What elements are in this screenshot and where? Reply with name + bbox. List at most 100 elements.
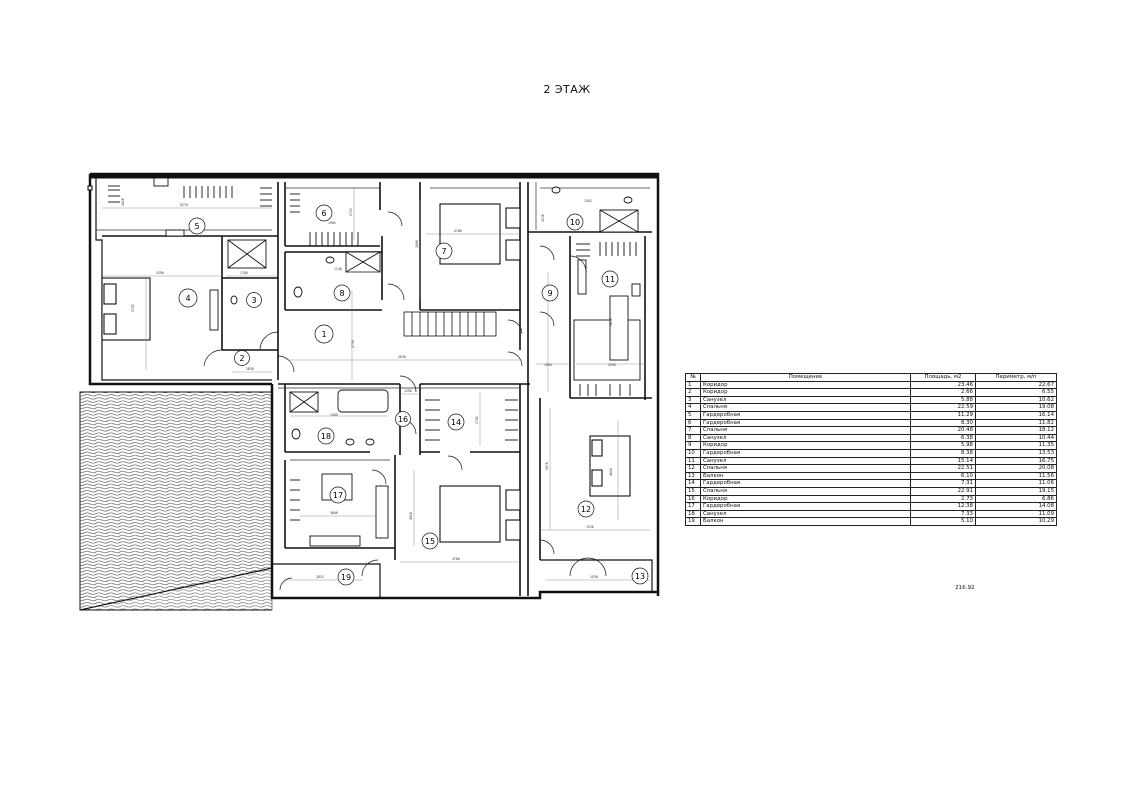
dim-text: 3600 <box>330 511 338 515</box>
row-number: 4 <box>685 403 701 412</box>
row-perimeter: 11.09 <box>975 509 1057 519</box>
row-perimeter: 18.12 <box>975 426 1057 435</box>
dim-text: 4780 <box>452 557 460 561</box>
dim-text: 4390 <box>608 363 616 367</box>
row-number: 2 <box>685 388 701 397</box>
row-perimeter: 11.82 <box>975 418 1057 428</box>
header-room: Помещение <box>700 373 911 382</box>
dim-text: 1905 <box>328 221 336 225</box>
dim-text: 1830 <box>246 367 254 371</box>
dim-text: 1780 <box>240 271 248 275</box>
row-number: 15 <box>685 486 701 496</box>
row-perimeter: 6.86 <box>975 494 1057 504</box>
row-perimeter: 11.06 <box>975 479 1057 488</box>
row-number: 16 <box>685 494 701 504</box>
row-number: 17 <box>685 502 701 511</box>
row-perimeter: 11.35 <box>975 441 1057 450</box>
room-number: 14 <box>451 418 461 427</box>
dim-text: 4910 <box>409 512 413 520</box>
row-area: 20.48 <box>910 426 976 435</box>
room-number: 13 <box>635 572 645 581</box>
exterior-walls <box>88 172 660 600</box>
room-number: 10 <box>570 218 580 227</box>
row-number: 3 <box>685 395 701 405</box>
row-area: 5.98 <box>910 441 976 450</box>
room-number: 12 <box>581 505 591 514</box>
row-number: 19 <box>685 517 701 526</box>
room-markers: 1 2 3 4 5 6 7 8 9 10 11 12 13 14 15 16 1… <box>178 204 649 586</box>
dim-text: 4630 <box>398 355 406 359</box>
header-area: Площадь, м2 <box>910 373 976 382</box>
dim-text: 1530 <box>586 525 594 529</box>
row-room-name: Коридор <box>700 441 911 450</box>
row-perimeter: 14.08 <box>975 502 1057 511</box>
row-perimeter: 22.67 <box>975 380 1057 390</box>
row-area: 22.59 <box>910 403 976 412</box>
row-number: 14 <box>685 479 701 488</box>
dim-text: 4810 <box>609 468 613 476</box>
row-perimeter: 10.44 <box>975 433 1057 443</box>
row-room-name: Гардеробная <box>700 479 911 488</box>
dim-text: 1610 <box>121 198 125 206</box>
row-room-name: Балкон <box>700 471 911 481</box>
row-room-name: Коридор <box>700 380 911 390</box>
dim-text: 2815 <box>316 575 324 579</box>
row-area: 6.38 <box>910 433 976 443</box>
row-perimeter: 19.15 <box>975 486 1057 496</box>
row-room-name: Санузел <box>700 456 911 466</box>
stairs <box>403 311 497 337</box>
row-room-name: Спальня <box>700 464 911 473</box>
row-room-name: Гардеробная <box>700 418 911 428</box>
row-number: 5 <box>685 410 701 420</box>
dim-text: 4780 <box>454 229 462 233</box>
table-header-row: № Помещение Площадь, м2 Периметр, м/п <box>685 373 1057 382</box>
row-area: 6.10 <box>910 471 976 481</box>
row-room-name: Гардеробная <box>700 448 911 458</box>
row-number: 6 <box>685 418 701 428</box>
row-perimeter: 16.14 <box>975 410 1057 420</box>
room-number: 3 <box>251 296 256 305</box>
room-number: 8 <box>339 289 344 298</box>
room-number: 19 <box>341 573 351 582</box>
dim-text: 1502 <box>584 199 592 203</box>
row-number: 10 <box>685 448 701 458</box>
row-room-name: Балкон <box>700 517 911 526</box>
total-area: 216.92 <box>955 585 975 591</box>
row-room-name: Коридор <box>700 388 911 397</box>
dim-text: 3050 <box>609 318 613 326</box>
row-perimeter: 6.55 <box>975 388 1057 397</box>
header-perimeter: Периметр, м/п <box>975 373 1057 382</box>
room-number: 17 <box>333 491 343 500</box>
row-room-name: Санузел <box>700 433 911 443</box>
row-area: 12.38 <box>910 502 976 511</box>
dim-text: 1530 <box>590 575 598 579</box>
row-room-name: Гардеробная <box>700 502 911 511</box>
dim-text: 5070 <box>545 462 549 470</box>
row-number: 18 <box>685 509 701 519</box>
row-area: 11.29 <box>910 410 976 420</box>
drawing-title: 2 ЭТАЖ <box>543 83 591 96</box>
terrace-hatch <box>79 391 273 611</box>
row-area: 5.10 <box>910 517 976 526</box>
row-room-name: Спальня <box>700 426 911 435</box>
room-number: 9 <box>547 289 552 298</box>
row-area: 7.33 <box>910 509 976 519</box>
row-number: 9 <box>685 441 701 450</box>
row-area: 8.38 <box>910 448 976 458</box>
row-area: 22.91 <box>910 486 976 496</box>
row-room-name: Санузел <box>700 395 911 405</box>
dim-text: 6270 <box>180 203 188 207</box>
